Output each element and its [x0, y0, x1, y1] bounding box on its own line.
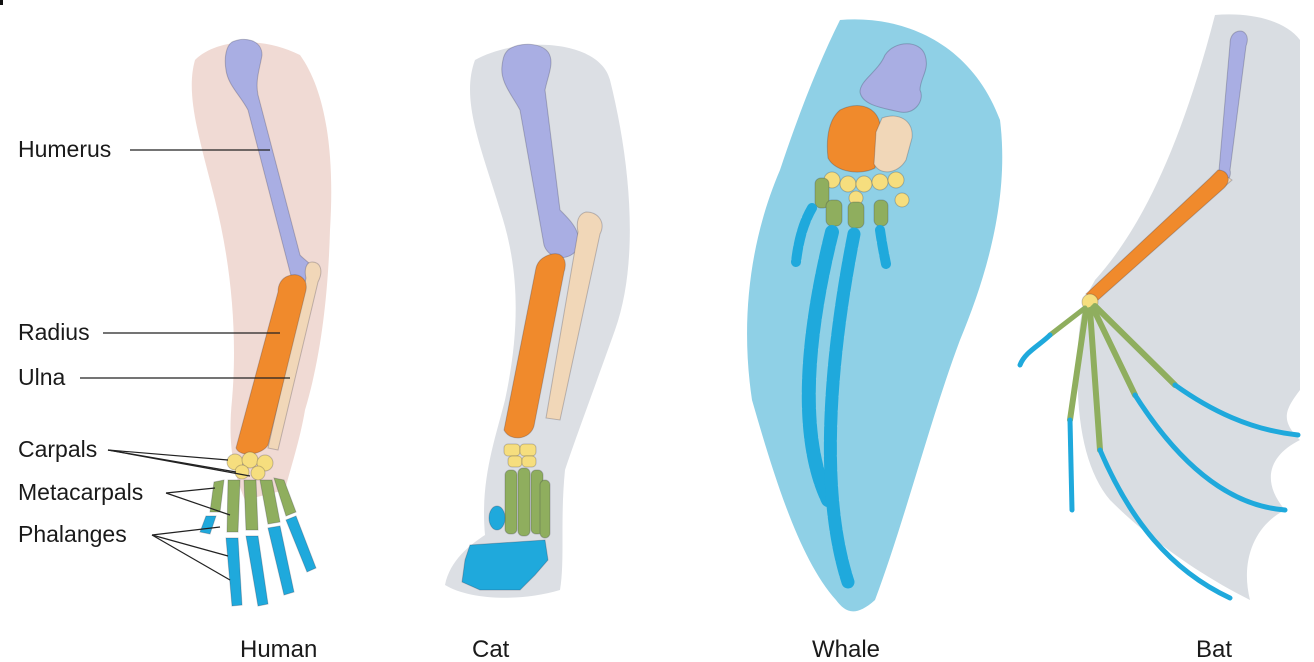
whale-limb: [747, 19, 1002, 611]
caption-cat: Cat: [472, 636, 510, 662]
species-captions: Human Cat Whale Bat: [240, 636, 1232, 662]
human-metacarpals: [210, 478, 296, 532]
bat-limb: [1020, 14, 1300, 600]
leader-phalanges: [152, 527, 230, 580]
label-metacarpals: Metacarpals: [18, 479, 143, 505]
caption-whale: Whale: [812, 636, 880, 662]
caption-bat: Bat: [1196, 636, 1232, 662]
cat-metacarpals: [505, 468, 550, 538]
label-humerus: Humerus: [18, 136, 111, 162]
corner-mark: [0, 0, 3, 5]
label-phalanges: Phalanges: [18, 521, 127, 547]
human-limb: [192, 39, 331, 606]
bat-wing-membrane: [1077, 14, 1300, 600]
whale-radius: [827, 106, 880, 172]
whale-flipper: [747, 19, 1002, 611]
label-carpals: Carpals: [18, 436, 97, 462]
caption-human: Human: [240, 636, 317, 662]
cat-limb: [445, 44, 630, 598]
label-ulna: Ulna: [18, 364, 66, 390]
label-radius: Radius: [18, 319, 90, 345]
